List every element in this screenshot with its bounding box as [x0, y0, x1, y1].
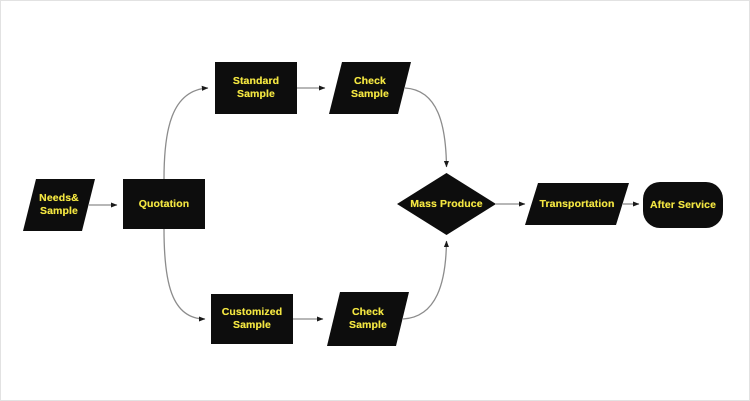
shape-customized-sample[interactable] [211, 294, 293, 344]
shape-check-sample-bottom[interactable] [327, 292, 409, 346]
shape-check-sample-top[interactable] [329, 62, 411, 114]
shape-needs-sample[interactable] [23, 179, 95, 231]
shape-mass-produce[interactable] [397, 173, 496, 235]
connector-check-bottom-to-mass [402, 240, 450, 320]
connectors [89, 85, 640, 322]
shape-transportation[interactable] [525, 183, 629, 225]
connector-quotation-to-customized [163, 228, 206, 322]
connector-check-top-to-mass [404, 87, 450, 168]
shape-standard-sample[interactable] [215, 62, 297, 114]
shape-after-service[interactable] [643, 182, 723, 228]
node-shapes [23, 62, 723, 346]
shape-quotation[interactable] [123, 179, 205, 229]
connector-quotation-to-standard [163, 85, 209, 180]
